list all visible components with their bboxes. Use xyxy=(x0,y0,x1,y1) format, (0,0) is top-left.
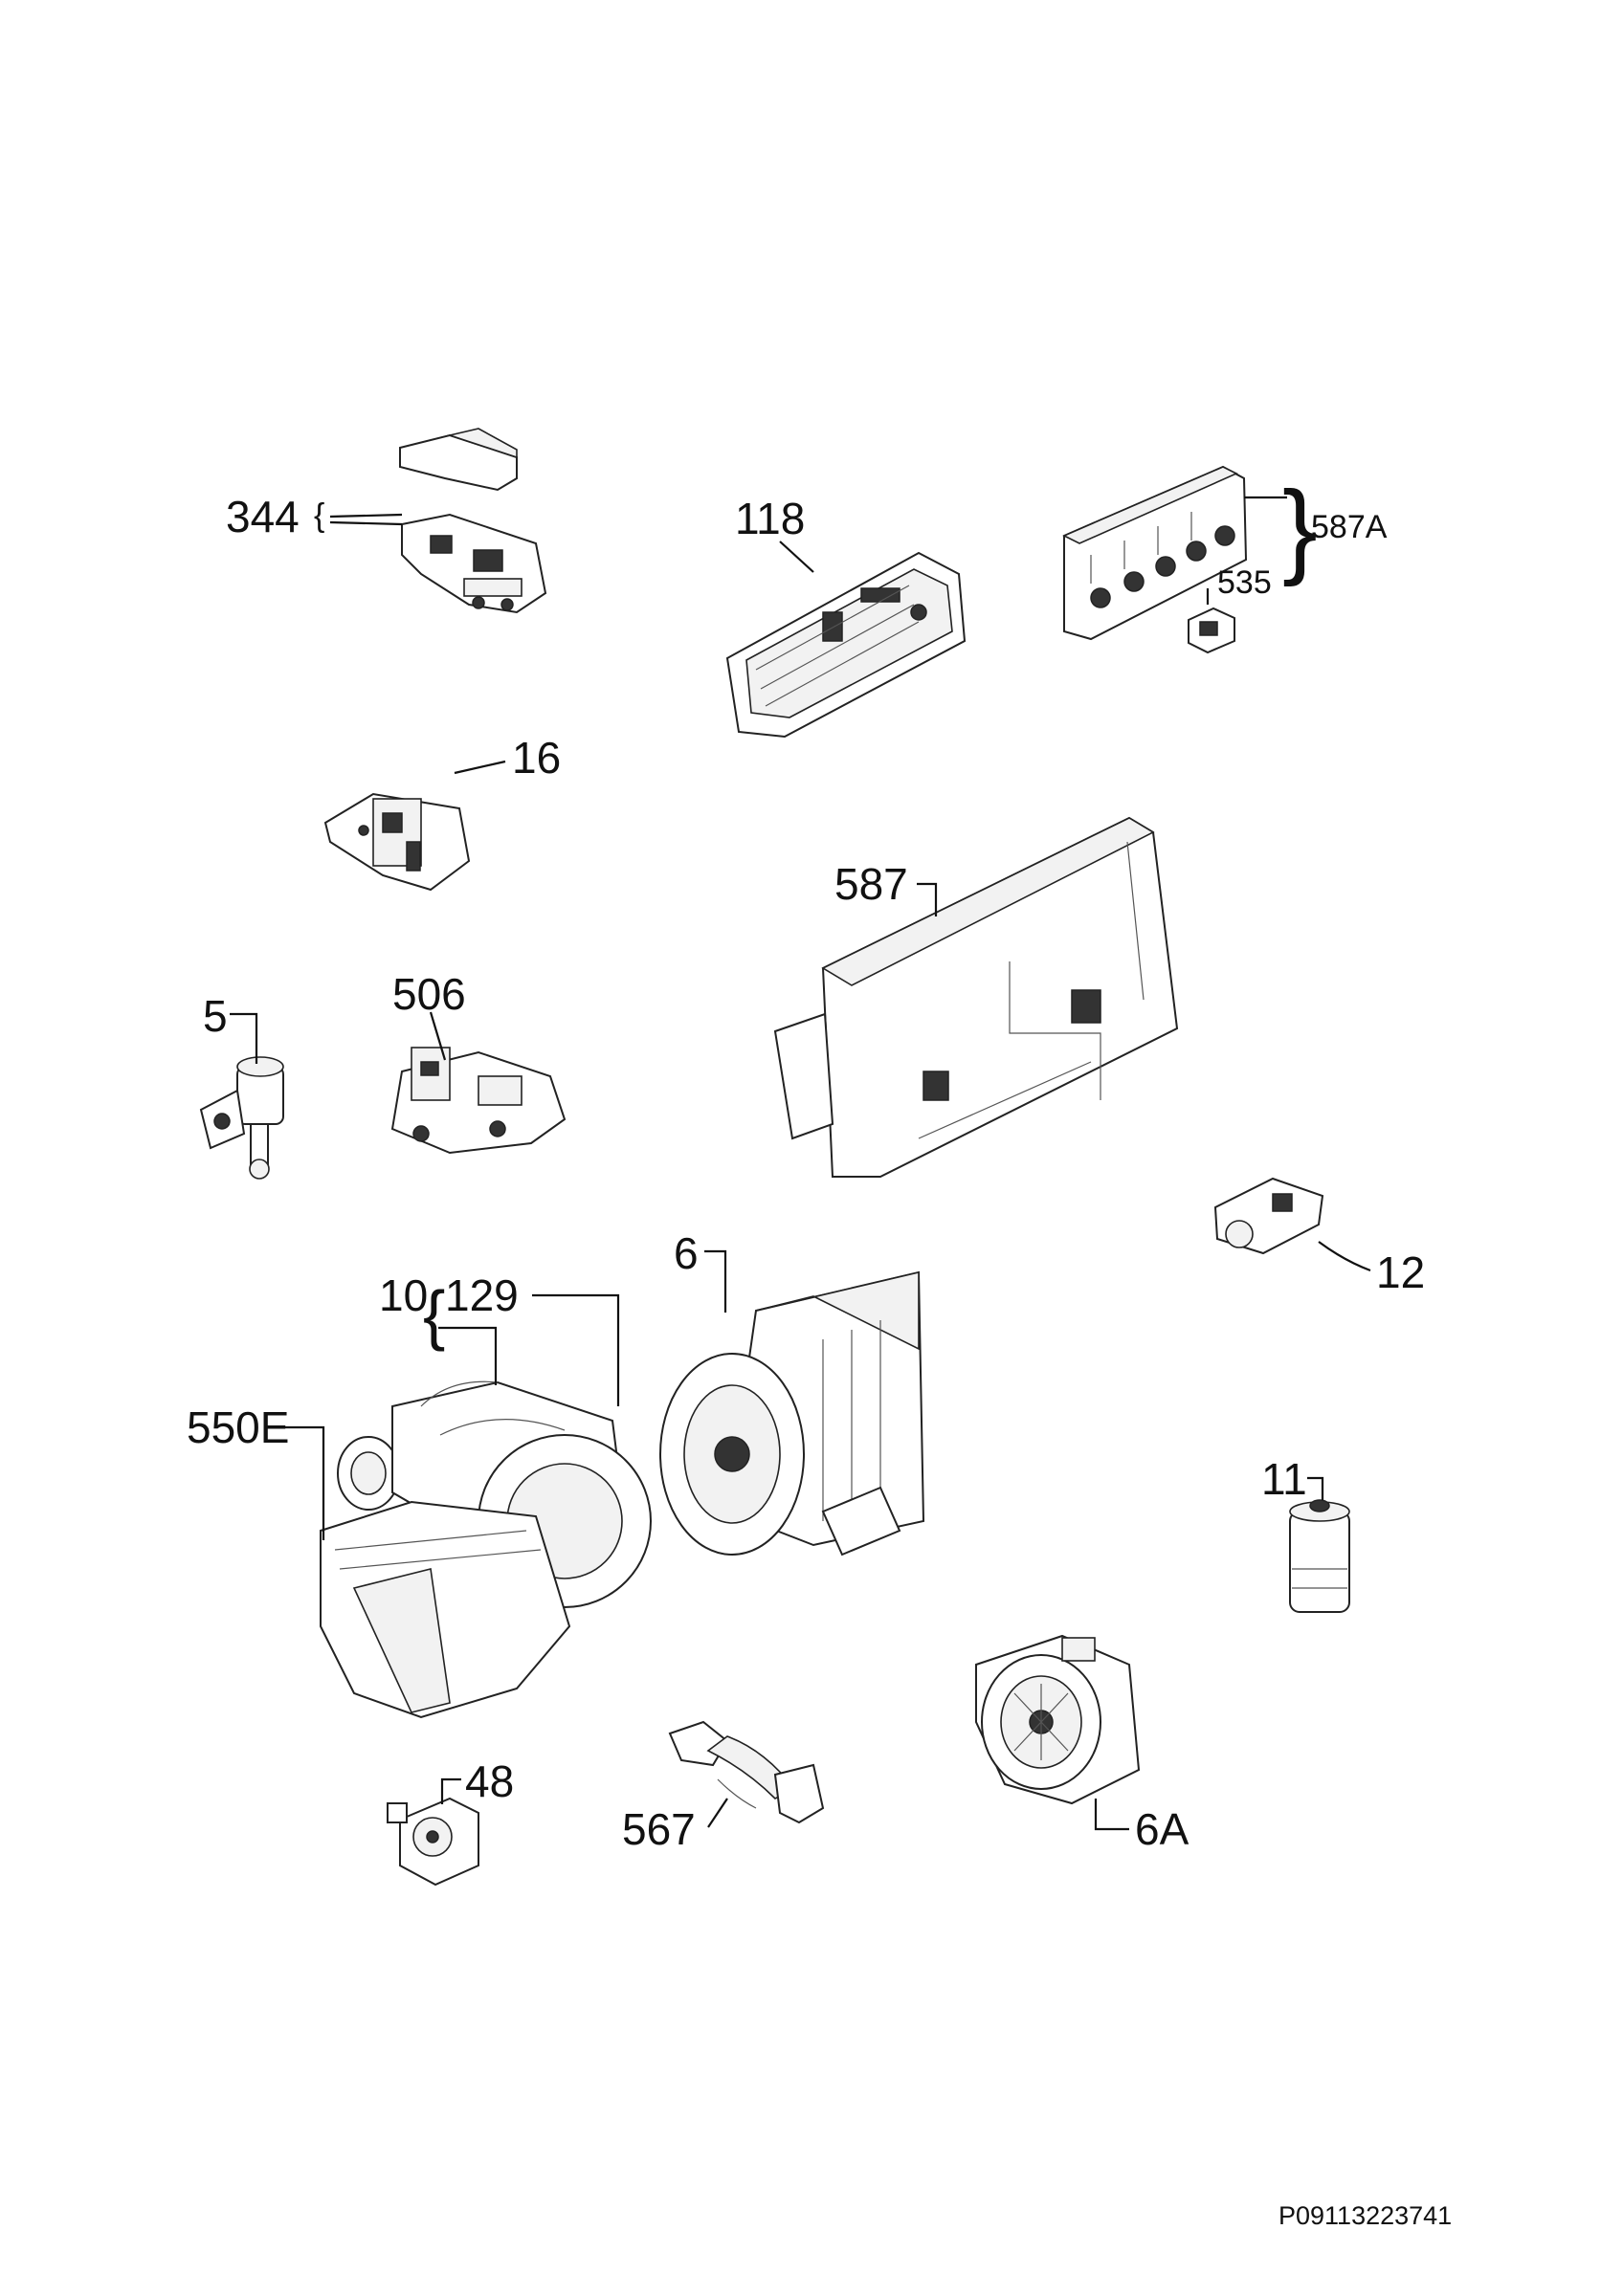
label-11: 11 xyxy=(1261,1454,1307,1504)
leader-6A xyxy=(1094,1799,1129,1831)
part-550E-drawing xyxy=(320,1380,652,1719)
leader-567 xyxy=(707,1798,728,1828)
brace-10: { xyxy=(423,1277,445,1352)
part-6A-drawing xyxy=(975,1634,1141,1805)
catalog-number: P09113223741 xyxy=(1278,2201,1453,2230)
part-11-drawing xyxy=(1289,1499,1350,1613)
leader-6 xyxy=(704,1249,727,1313)
label-6A: 6A xyxy=(1135,1804,1189,1854)
leader-5 xyxy=(230,1012,258,1064)
leader-550E xyxy=(285,1425,325,1540)
label-16: 16 xyxy=(512,733,561,783)
part-118-drawing xyxy=(725,551,967,739)
brace-587A: } xyxy=(1282,470,1318,587)
label-129: 129 xyxy=(445,1270,519,1320)
part-344-drawing xyxy=(399,428,547,614)
label-10: 10 xyxy=(379,1270,428,1320)
leader-344 xyxy=(329,513,403,526)
label-344: 344 xyxy=(226,492,300,541)
label-12: 12 xyxy=(1376,1247,1425,1297)
part-587-drawing xyxy=(773,816,1179,1178)
part-535-drawing xyxy=(1188,607,1235,654)
label-118: 118 xyxy=(735,494,805,543)
label-567: 567 xyxy=(622,1804,696,1854)
part-6-drawing xyxy=(659,1270,925,1556)
label-506: 506 xyxy=(392,969,466,1019)
leader-12 xyxy=(1318,1241,1371,1272)
label-6: 6 xyxy=(674,1228,699,1278)
leader-587 xyxy=(917,882,938,916)
part-48-drawing xyxy=(387,1797,479,1887)
leader-11 xyxy=(1307,1476,1324,1500)
label-48: 48 xyxy=(465,1756,514,1806)
part-506-drawing xyxy=(390,1047,567,1155)
label-587A: 587A xyxy=(1311,509,1388,545)
part-567-drawing xyxy=(668,1720,825,1824)
brace-344: { xyxy=(314,497,324,534)
part-12-drawing xyxy=(1213,1177,1324,1255)
leader-506 xyxy=(429,1011,447,1061)
part-5-drawing xyxy=(199,1056,284,1180)
leader-129 xyxy=(438,1293,620,1406)
label-550E: 550E xyxy=(187,1402,289,1452)
part-587A-drawing xyxy=(1062,465,1248,641)
leader-16 xyxy=(454,760,506,775)
label-5: 5 xyxy=(203,991,228,1041)
label-587: 587 xyxy=(834,859,908,909)
part-16-drawing xyxy=(323,792,471,892)
leader-118 xyxy=(779,541,814,573)
label-535: 535 xyxy=(1217,564,1272,601)
leader-48 xyxy=(440,1777,461,1804)
